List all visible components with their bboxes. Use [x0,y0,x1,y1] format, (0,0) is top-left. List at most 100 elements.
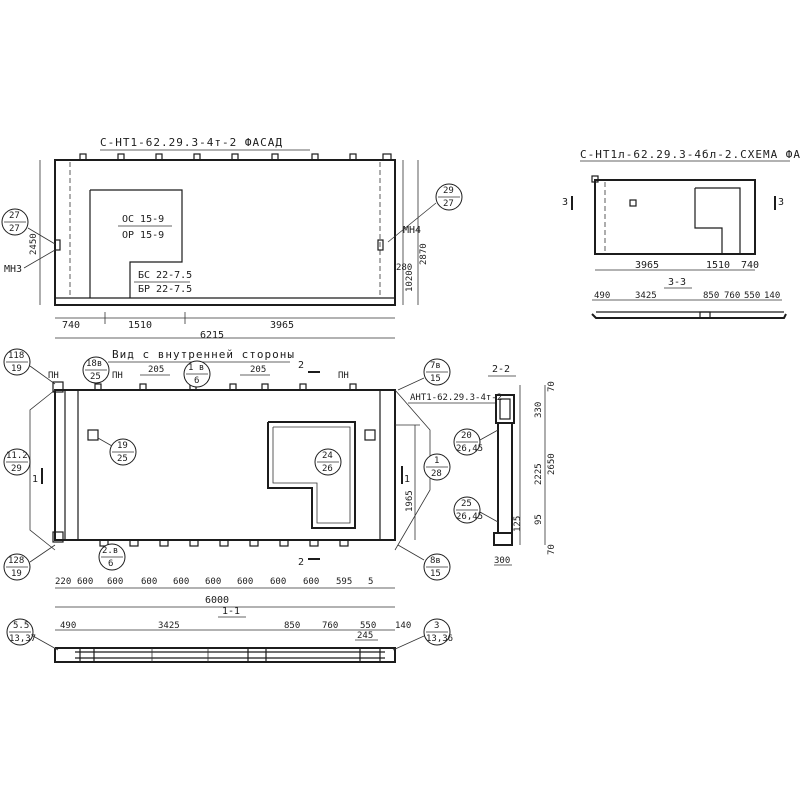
callout-top: 11.2 [6,451,28,461]
sec22-d125: 125 [513,516,523,532]
callout-top: 2.в [102,546,118,556]
inner-bdim-10: 5 [368,577,373,587]
sec22-d70a: 70 [547,381,557,392]
callout-top: 1 в [188,363,204,373]
inner-panel [54,389,396,541]
callout-bot: 26 [322,464,333,474]
schema-sec-dim-3425: 3425 [635,291,657,301]
schema-section-label: 3-3 [668,277,686,288]
inner-bdim-2: 600 [107,577,123,587]
sec11-d140: 140 [395,621,411,631]
sec11-label: 1-1 [222,606,240,617]
sec11-d850: 850 [284,621,300,631]
callout-bot: 27 [443,199,454,209]
callout-top: 5.5 [13,621,29,631]
inner-side-mark-right: 1 [404,474,410,485]
schema-title: С-НТ1л-62.29.3-4бл-2.СХЕМА ФАСАДА [580,148,800,161]
callout-top: 118 [8,351,24,361]
callout-bot: 26,45 [456,512,483,522]
sec22-label: 2-2 [492,364,510,375]
inner-pn-3: ПН [338,371,349,381]
callout-bot: 6 [194,376,199,386]
facade-door-top: БС 22-7.5 [138,270,192,281]
section-1-1: 1-1 490 3425 850 760 550 140 245 5.5 13,… [6,606,453,663]
section-2-2: 2-2 АНТ1-62.29.3-4т-2 70 330 2225 2650 9… [408,364,557,566]
schema-sec-dim-760: 760 [724,291,740,301]
callout-bot: 6 [108,559,113,569]
callout-top: 128 [8,556,24,566]
callout-bot: 19 [11,569,22,579]
facade-view: С-НТ1-62.29.3-4т-2 ФАСАД ОС 15-9 ОР 15-9… [1,136,463,341]
callout-bot: 15 [430,374,441,384]
inner-title: Вид с внутренней стороны [112,348,295,361]
inner-callout-8v: 8в 15 [397,544,451,581]
schema-dim-1510: 1510 [706,260,730,271]
inner-opening [267,421,356,529]
inner-callout-128: 128 19 [3,544,56,581]
schema-sec-mark-right: 3 [778,197,784,208]
callout-bot: 28 [431,469,442,479]
callout-bot: 26,45 [456,444,483,454]
facade-window-bot: ОР 15-9 [122,230,164,241]
sec11-d760: 760 [322,621,338,631]
inner-callout-18v: 18в 25 [82,356,110,384]
facade-dim-280: 280 [396,263,412,273]
schema-view: С-НТ1л-62.29.3-4бл-2.СХЕМА ФАСАДА 3 3 39… [562,148,800,319]
schema-sec-dim-140: 140 [764,291,780,301]
sec22-d330: 330 [534,402,544,418]
inner-sec-mark-bot: 2 [298,557,304,568]
schema-sec-dim-550: 550 [744,291,760,301]
inner-callout-118: 118 19 [3,348,56,385]
callout-top: 3 [434,621,439,631]
facade-dim-3965: 3965 [270,320,294,331]
schema-sec-dim-850: 850 [703,291,719,301]
inner-bdim-1: 600 [77,577,93,587]
sec22-d70b: 70 [547,544,557,555]
facade-dim-1020: 1020 [405,270,415,292]
callout-bot: 25 [117,454,128,464]
inner-sec-mark-top: 2 [298,360,304,371]
inner-callout-24: 24 26 [314,448,342,476]
inner-overall: 6000 [205,595,229,606]
schema-sec-mark-left: 3 [562,197,568,208]
callout-top: 7в [430,361,441,371]
inner-callout-19: 19 25 [97,437,137,466]
inner-callout-1v: 1 в 6 [183,360,211,388]
callout-bot: 13,37 [9,634,36,644]
inner-pn-1: ПН [48,371,59,381]
inner-bdim-0: 220 [55,577,71,587]
sec22-d300: 300 [494,556,510,566]
sec22-tag: АНТ1-62.29.3-4т-2 [410,393,502,403]
sec22-callout-25: 25 26,45 [453,496,499,524]
callout-top: 19 [117,441,128,451]
sec11-profile [54,647,396,663]
facade-dim-1510: 1510 [128,320,152,331]
inner-dim-205a: 205 [148,365,164,375]
callout-bot: 29 [11,464,22,474]
facade-door-bot: БР 22-7.5 [138,284,192,295]
callout-top: 27 [9,211,20,221]
facade-dim-740: 740 [62,320,80,331]
callout-top: 24 [322,451,333,461]
inner-view: Вид с внутренней стороны [3,348,451,608]
callout-top: 25 [461,499,472,509]
callout-top: 29 [443,186,454,196]
facade-left-mark: МН3 [4,264,22,275]
inner-bdim-5: 600 [205,577,221,587]
inner-side-mark-left: 1 [32,474,38,485]
facade-dim-2870: 2870 [419,243,429,265]
callout-bot: 15 [430,569,441,579]
inner-pn-2: ПН [112,371,123,381]
inner-dim-1965: 1965 [405,490,415,512]
inner-bdim-7: 600 [270,577,286,587]
sec11-d550: 550 [360,621,376,631]
sec11-d3425: 3425 [158,621,180,631]
inner-callout-11-2: 11.2 29 [3,448,31,476]
callout-bot: 13,36 [426,634,453,644]
facade-overall: 6215 [200,330,224,341]
facade-right-mark: МН4 [403,225,421,236]
sec22-d2650: 2650 [547,453,557,475]
callout-top: 20 [461,431,472,441]
